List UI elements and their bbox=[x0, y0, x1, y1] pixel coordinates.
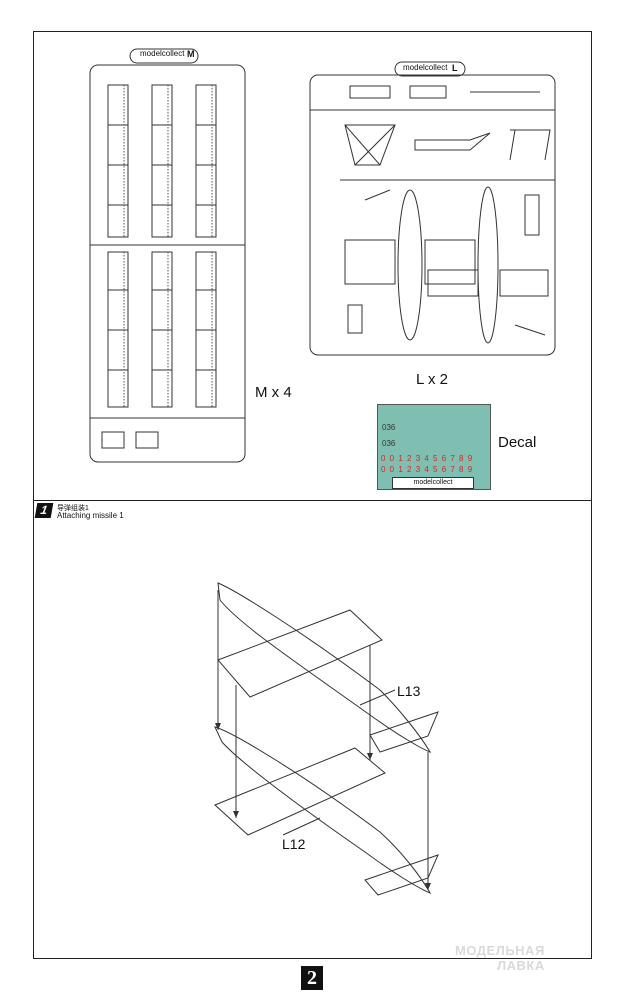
decal-digits-row-2: 0 0 1 2 3 4 5 6 7 8 9 bbox=[381, 465, 474, 474]
decal-caption: Decal bbox=[498, 434, 537, 451]
decal-number-1: 036 bbox=[382, 423, 396, 432]
part-label-l12: L12 bbox=[282, 836, 306, 852]
decal-digits-row-1: 0 0 1 2 3 4 5 6 7 8 9 bbox=[381, 454, 474, 463]
wing-lower bbox=[214, 747, 386, 836]
wing-upper bbox=[217, 609, 383, 698]
step-title-cn: 导弹组装1 bbox=[57, 505, 89, 512]
l-sprue-badge: L bbox=[452, 63, 458, 73]
decal-sheet: 036 036 0 0 1 2 3 4 5 6 7 8 9 0 0 1 2 3 … bbox=[377, 404, 491, 490]
m-sprue-parts bbox=[107, 84, 217, 408]
step-number-badge: 1 bbox=[34, 503, 54, 518]
l-sprue-brand: modelcollect bbox=[403, 63, 448, 72]
part-label-l13: L13 bbox=[397, 683, 421, 699]
m-sprue-caption: M x 4 bbox=[255, 384, 292, 401]
m-sprue-frame bbox=[89, 64, 246, 463]
m-sprue-badge: M bbox=[187, 49, 195, 59]
watermark-line-1: МОДЕЛЬНАЯ bbox=[455, 943, 545, 958]
m-sprue-brand: modelcollect bbox=[140, 49, 185, 58]
l-sprue-parts bbox=[344, 85, 551, 344]
watermark-line-2: ЛАВКА bbox=[497, 958, 545, 973]
page-frame bbox=[33, 31, 592, 959]
l-sprue-caption: L x 2 bbox=[416, 371, 448, 388]
decal-brand: modelcollect bbox=[392, 477, 474, 489]
l-sprue-frame bbox=[309, 74, 556, 356]
decal-number-2: 036 bbox=[382, 439, 396, 448]
step-title-en: Attaching missile 1 bbox=[57, 511, 124, 520]
missile-assembly-drawing bbox=[214, 582, 439, 896]
section-divider bbox=[33, 500, 592, 501]
missile-l13 bbox=[217, 582, 432, 754]
page-number: 2 bbox=[301, 966, 323, 990]
missile-l12 bbox=[214, 726, 432, 895]
